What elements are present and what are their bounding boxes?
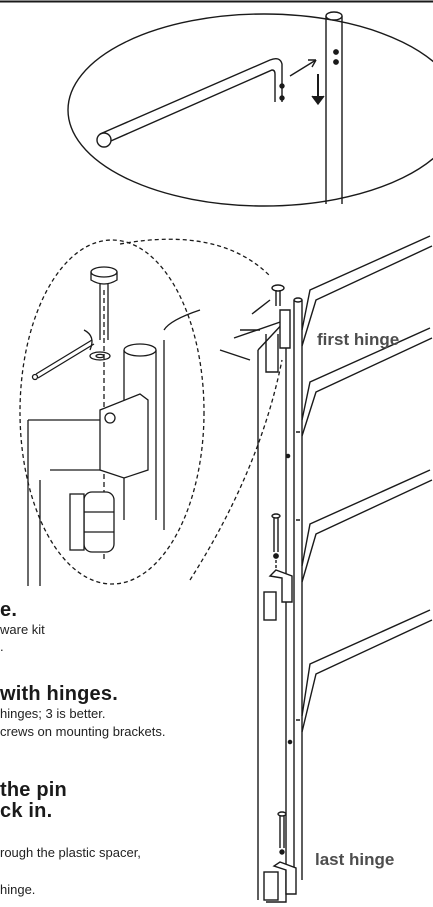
step1-line2: . [0,639,4,654]
step2-heading: with hinges. [0,683,118,705]
top-callout [67,11,433,207]
step3-heading-line2: ck in. [0,800,53,822]
step3-line1: rough the plastic spacer, [0,845,141,860]
step1-line1: ware kit [0,622,45,637]
last-hinge-label: last hinge [315,850,395,869]
hinge-detail-callout [19,238,283,586]
door-panel [219,235,433,903]
step3-heading-line1: the pin [0,779,67,801]
step2-line1: hinges; 3 is better. [0,706,106,721]
first-hinge-label: first hinge [317,330,400,349]
step1-heading: e. [0,599,18,621]
step2-line2: crews on mounting brackets. [0,724,166,739]
step3-line2: hinge. [0,882,36,897]
